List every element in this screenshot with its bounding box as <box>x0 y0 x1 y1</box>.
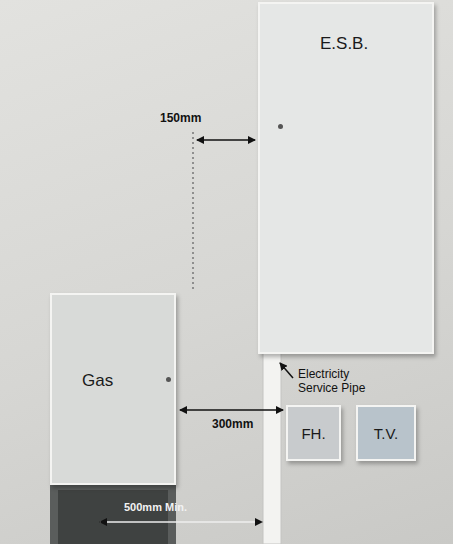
dimension-label: 150mm <box>160 112 201 126</box>
box-label: Gas <box>82 371 113 391</box>
box-label: T.V. <box>374 425 398 442</box>
pointer-arrow <box>280 363 293 378</box>
lock-dot <box>278 124 283 129</box>
enclosure-shadow <box>58 490 168 544</box>
meter-box: FH. <box>286 405 341 461</box>
meter-box: Gas <box>50 293 176 485</box>
meter-box: T.V. <box>356 405 416 461</box>
pipe-enclosure <box>50 483 176 544</box>
meter-box: E.S.B. <box>258 2 434 354</box>
lock-dot <box>166 377 171 382</box>
service-pipe <box>263 350 281 544</box>
dotted-guide <box>192 132 194 290</box>
dimension-label: 300mm <box>212 418 253 432</box>
dimension-arrow <box>180 409 283 411</box>
box-label: FH. <box>301 425 325 442</box>
box-label: E.S.B. <box>320 34 368 54</box>
dimension-label: 500mm Min. <box>124 501 187 514</box>
callout-label: Electricity Service Pipe <box>298 368 384 396</box>
dimension-arrow <box>197 139 255 141</box>
dimension-arrow <box>100 521 262 523</box>
